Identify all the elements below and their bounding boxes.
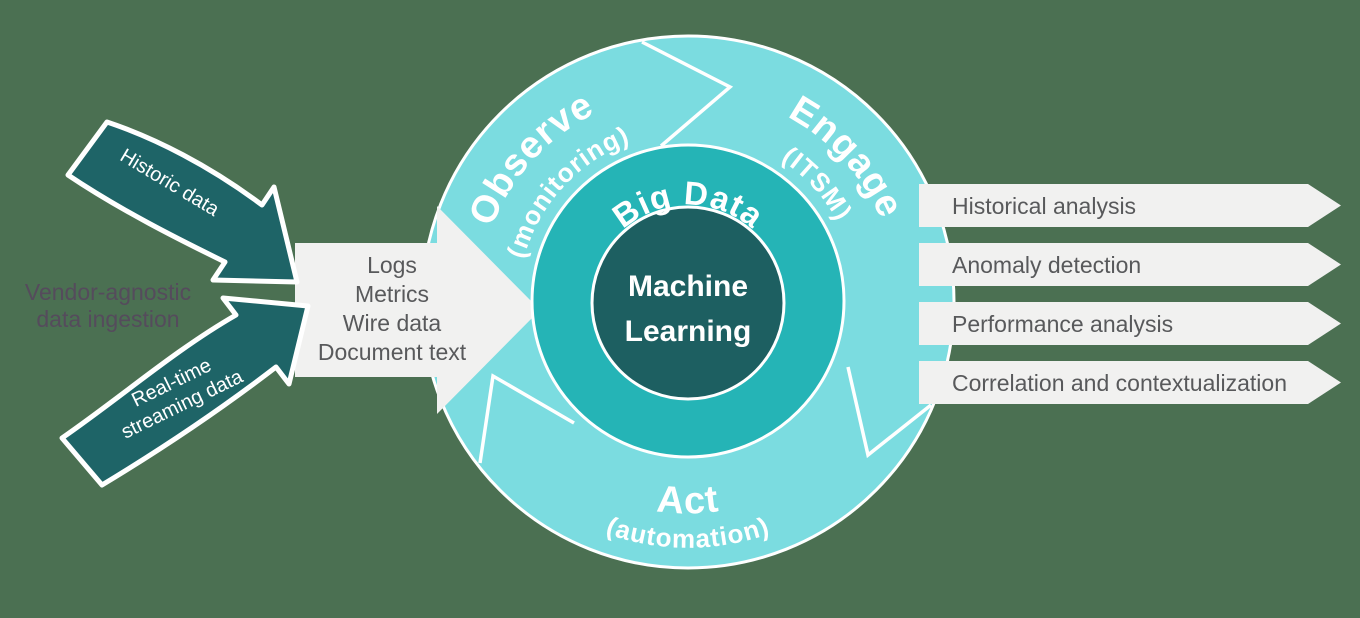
output-arrow-label: Anomaly detection [952,252,1141,278]
realtime-data-arrow-shape [59,295,311,488]
output-arrow-shape [919,302,1341,345]
input-item-wire-data: Wire data [343,310,442,336]
historic-data-arrow-shape [65,119,300,285]
core-label-line1: Machine [628,270,748,303]
input-arrow-shape [295,206,540,414]
output-arrow-correlation-contextualization: Correlation and contextualization [919,361,1341,404]
input-arrow: Logs Metrics Wire data Document text [295,206,540,414]
output-arrow-label: Correlation and contextualization [952,370,1287,396]
output-arrow-anomaly-detection: Anomaly detection [919,243,1341,286]
output-arrow-historical-analysis: Historical analysis [919,184,1341,227]
cycle-chevron-bottom-left-icon [478,373,575,464]
core-label-line2: Learning [625,315,752,348]
ingestion-caption-line1: Vendor-agnostic [25,279,191,305]
machine-learning-core [590,205,786,401]
ingestion-caption-line2: data ingestion [36,306,179,332]
output-arrow-label: Performance analysis [952,311,1173,337]
output-arrows: Historical analysis Anomaly detection Pe… [919,184,1341,404]
segment-act-title: Act [655,478,721,523]
input-item-metrics: Metrics [355,281,429,307]
cycle-chevron-bottom-right-icon [846,366,933,459]
historic-data-arrow: Historic data [65,119,300,285]
output-arrow-label: Historical analysis [952,193,1136,219]
segment-act-title-text: Act [655,478,720,523]
output-arrow-shape [919,184,1341,227]
output-arrow-performance-analysis: Performance analysis [919,302,1341,345]
input-item-logs: Logs [367,252,417,278]
ingestion-caption: Vendor-agnostic data ingestion [25,279,191,332]
output-arrow-shape [919,243,1341,286]
input-item-document-text: Document text [318,339,467,365]
cycle-chevron-top-icon [641,40,734,148]
realtime-data-arrow: Real-time streaming data [59,295,311,488]
output-arrow-shape [919,361,1341,404]
